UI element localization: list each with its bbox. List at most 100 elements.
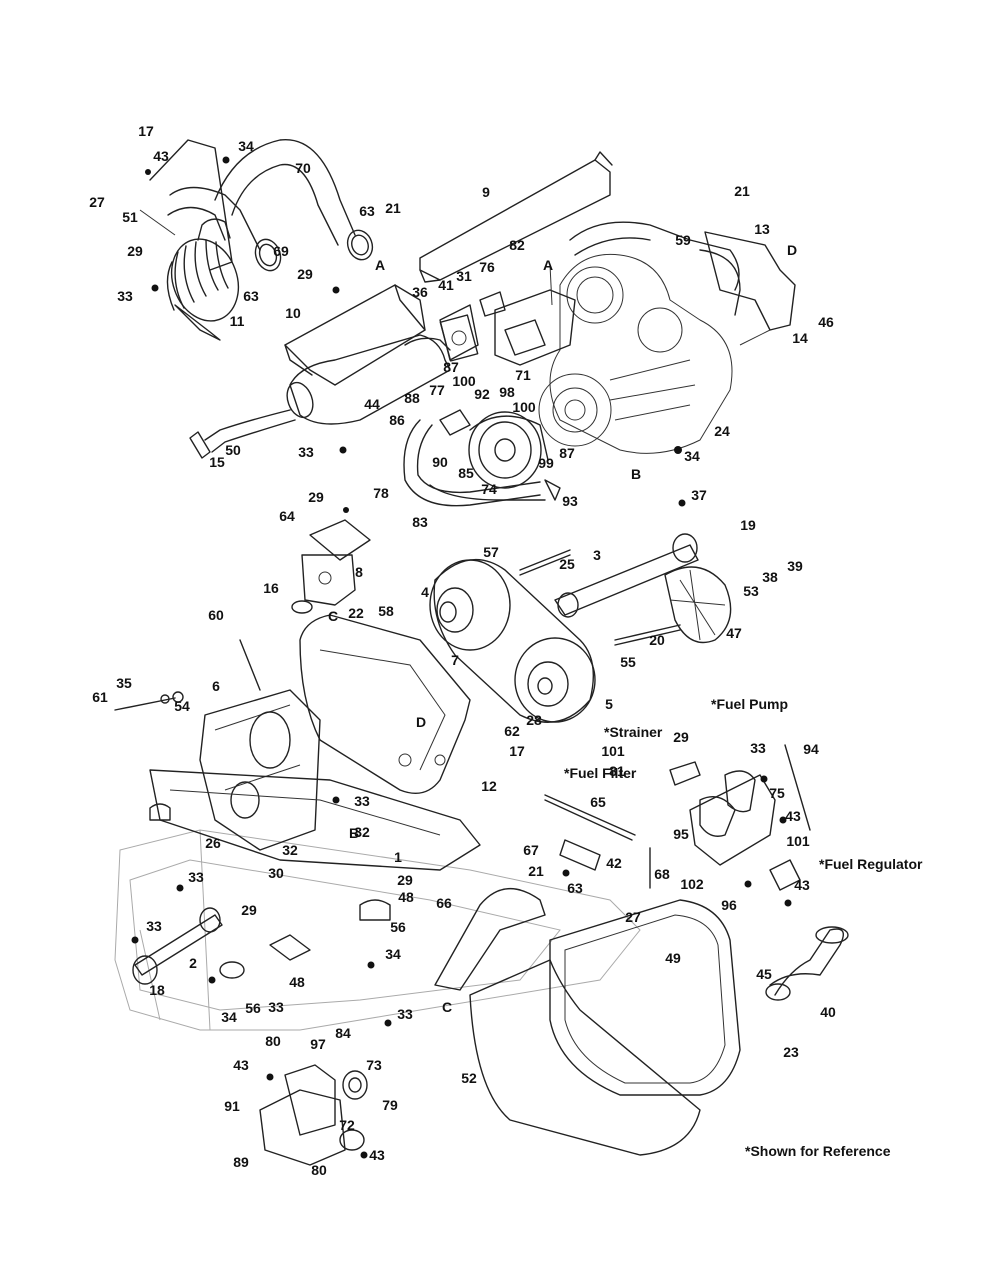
part-callout-27: 27	[89, 194, 105, 210]
part-callout-32: 32	[282, 842, 298, 858]
part-callout-68: 68	[654, 866, 670, 882]
part-callout-48: 48	[289, 974, 305, 990]
part-callout-38: 38	[762, 569, 778, 585]
part-callout-3: 3	[593, 547, 601, 563]
part-callout-43: 43	[794, 877, 810, 893]
part-callout-95: 95	[673, 826, 689, 842]
part-callout-9: 9	[482, 184, 490, 200]
part-callout-76: 76	[479, 259, 495, 275]
part-callout-43: 43	[785, 808, 801, 824]
part-callout-23: 23	[783, 1044, 799, 1060]
connection-letter-C: C	[328, 608, 338, 624]
part-callout-29: 29	[297, 266, 313, 282]
part-callout-27: 27	[625, 909, 641, 925]
part-callout-29: 29	[308, 489, 324, 505]
transaxle	[149, 639, 481, 871]
part-callout-53: 53	[743, 583, 759, 599]
part-callout-33: 33	[188, 869, 204, 885]
part-callout-80: 80	[265, 1033, 281, 1049]
part-callout-57: 57	[483, 544, 499, 560]
reference-note: *Fuel Filter	[564, 765, 637, 781]
part-callout-56: 56	[390, 919, 406, 935]
part-callout-80: 80	[311, 1162, 327, 1178]
part-callout-98: 98	[499, 384, 515, 400]
control-bracket	[439, 264, 576, 366]
shift-linkage	[114, 691, 184, 711]
part-callout-47: 47	[726, 625, 742, 641]
part-callout-87: 87	[559, 445, 575, 461]
part-callout-2: 2	[189, 955, 197, 971]
part-callout-79: 79	[382, 1097, 398, 1113]
part-callout-34: 34	[684, 448, 700, 464]
part-callout-87: 87	[443, 359, 459, 375]
part-callout-33: 33	[268, 999, 284, 1015]
part-callout-22: 22	[348, 605, 364, 621]
part-callout-43: 43	[233, 1057, 249, 1073]
part-callout-17: 17	[138, 123, 154, 139]
part-callout-33: 33	[298, 444, 314, 460]
part-callout-65: 65	[590, 794, 606, 810]
drive-shaft	[519, 533, 732, 646]
part-callout-66: 66	[436, 895, 452, 911]
muffler	[189, 284, 479, 459]
part-callout-71: 71	[515, 367, 531, 383]
engine	[538, 221, 741, 454]
part-callout-16: 16	[263, 580, 279, 596]
part-callout-72: 72	[339, 1117, 355, 1133]
part-callout-86: 86	[389, 412, 405, 428]
part-callout-30: 30	[268, 865, 284, 881]
part-callout-24: 24	[714, 423, 730, 439]
part-callout-69: 69	[273, 243, 289, 259]
part-callout-77: 77	[429, 382, 445, 398]
part-callout-49: 49	[665, 950, 681, 966]
top-shield	[419, 151, 613, 283]
part-callout-55: 55	[620, 654, 636, 670]
connection-letter-A: A	[543, 257, 553, 273]
part-callout-84: 84	[335, 1025, 351, 1041]
part-callout-34: 34	[221, 1009, 237, 1025]
part-callout-99: 99	[538, 455, 554, 471]
air-cleaner	[139, 139, 240, 341]
part-callout-45: 45	[756, 966, 772, 982]
part-callout-13: 13	[754, 221, 770, 237]
part-callout-93: 93	[562, 493, 578, 509]
connection-letter-D: D	[787, 242, 797, 258]
part-callout-81: 81	[609, 763, 625, 779]
part-callout-33: 33	[750, 740, 766, 756]
part-callout-39: 39	[787, 558, 803, 574]
fuel-system	[669, 744, 811, 891]
part-callout-91: 91	[224, 1098, 240, 1114]
connection-letter-C: C	[442, 999, 452, 1015]
part-callout-29: 29	[397, 872, 413, 888]
part-callout-14: 14	[792, 330, 808, 346]
part-callout-75: 75	[769, 785, 785, 801]
part-callout-29: 29	[127, 243, 143, 259]
part-callout-73: 73	[366, 1057, 382, 1073]
reference-note: *Fuel Pump	[711, 696, 788, 712]
reference-note: *Fuel Regulator	[819, 856, 923, 872]
part-callout-32: 32	[354, 824, 370, 840]
part-callout-83: 83	[412, 514, 428, 530]
part-callout-74: 74	[481, 481, 497, 497]
part-callout-92: 92	[474, 386, 490, 402]
part-callout-12: 12	[481, 778, 497, 794]
part-callout-62: 62	[504, 723, 520, 739]
part-callout-102: 102	[680, 876, 704, 892]
clutches-and-belt	[429, 558, 596, 723]
part-callout-60: 60	[208, 607, 224, 623]
part-callout-33: 33	[146, 918, 162, 934]
isolators	[149, 803, 391, 979]
reference-note: *Shown for Reference	[745, 1143, 891, 1159]
part-callout-34: 34	[238, 138, 254, 154]
part-callout-35: 35	[116, 675, 132, 691]
part-callout-7: 7	[451, 652, 459, 668]
intake-tubes	[167, 138, 374, 272]
connection-letter-B: B	[349, 825, 359, 841]
mount-bracket	[291, 519, 371, 614]
part-callout-97: 97	[310, 1036, 326, 1052]
reference-note: *Strainer	[604, 724, 663, 740]
part-callout-28: 28	[526, 712, 542, 728]
belt-housing	[434, 887, 849, 1156]
